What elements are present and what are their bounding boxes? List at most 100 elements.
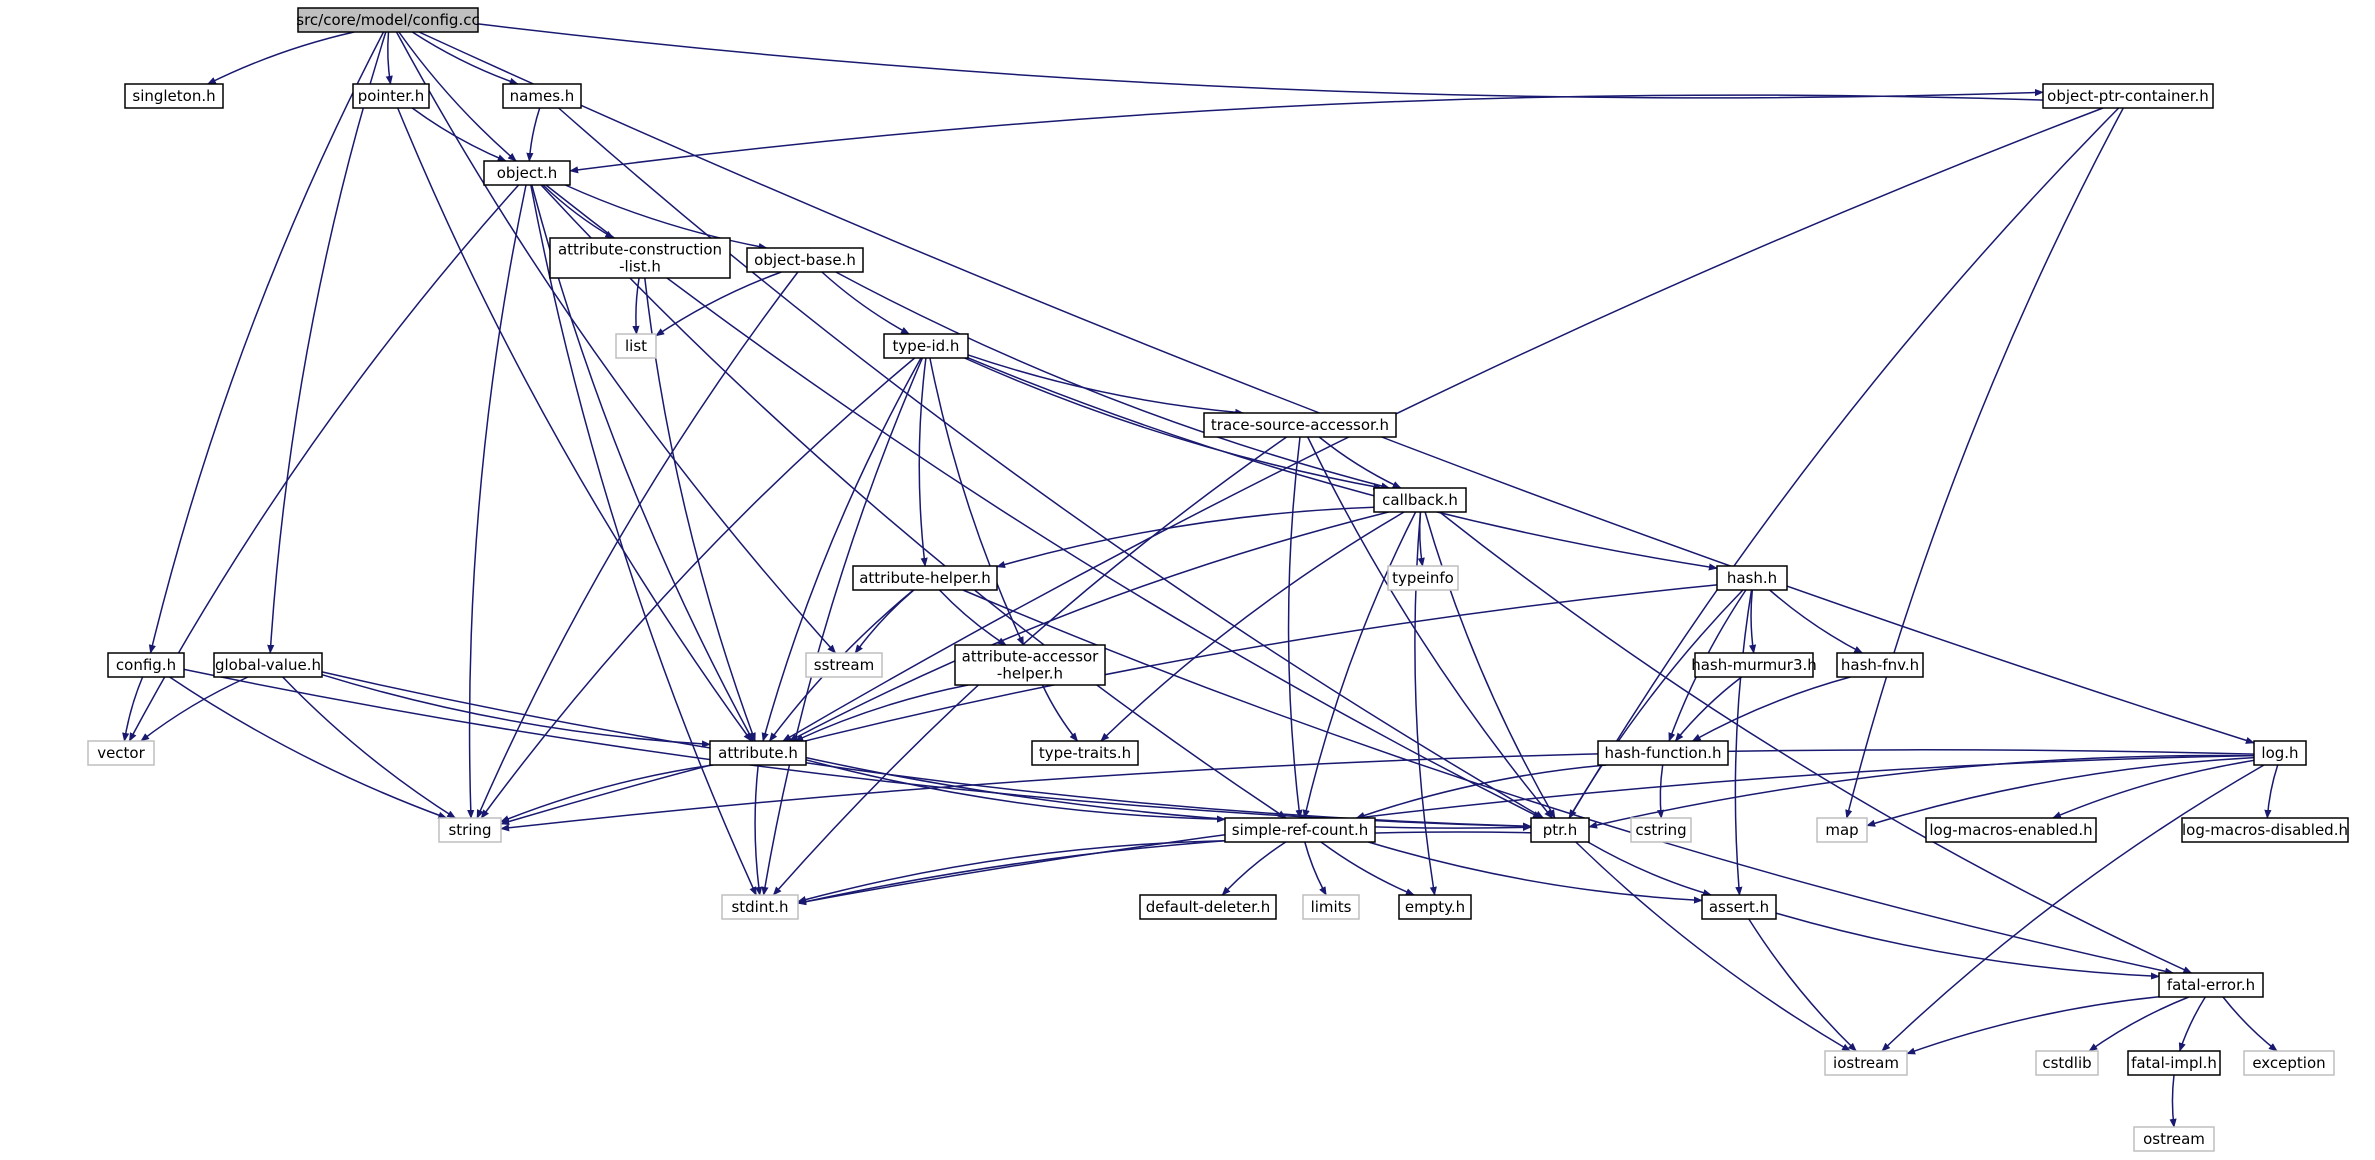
edge-type_id-to-tsa [967, 354, 1245, 416]
edge-ptr-to-assert [1587, 841, 1712, 897]
node-attr-helper[interactable]: attribute-helper.h [852, 565, 998, 591]
node-sstream[interactable]: sstream [805, 652, 883, 678]
node-lmd[interactable]: log-macros-disabled.h [2181, 817, 2349, 843]
edge-type_id-to-attr_helper [918, 357, 928, 567]
node-label: default-deleter.h [1146, 898, 1271, 916]
edge-callback-to-attr_helper [996, 506, 1375, 568]
node-box [213, 652, 323, 678]
edge-global_value-to-vector [140, 676, 249, 742]
node-callback[interactable]: callback.h [1373, 487, 1467, 513]
edge-type_id-to-callback [964, 357, 1383, 491]
node-hash-function[interactable]: hash-function.h [1597, 740, 1729, 766]
node-limits[interactable]: limits [1302, 894, 1360, 920]
edge-global_value-to-attribute [321, 673, 711, 748]
node-hash-murmur3[interactable]: hash-murmur3.h [1691, 652, 1817, 678]
edge-hash-to-hash_murmur3 [1748, 589, 1757, 654]
edge-acl-to-list [632, 277, 640, 335]
edge-object-to-object_base [564, 184, 768, 251]
node-iostream[interactable]: iostream [1824, 1050, 1908, 1076]
edge-assert-to-iostream [1748, 918, 1857, 1052]
node-singleton[interactable]: singleton.h [124, 83, 224, 109]
node-label: object-ptr-container.h [2047, 87, 2209, 105]
node-attribute[interactable]: attribute.h [709, 740, 807, 766]
node-box [2035, 1050, 2099, 1076]
edge-config_cc-to-opc [477, 23, 2044, 99]
node-box [438, 817, 502, 843]
node-log[interactable]: log.h [2253, 740, 2307, 766]
node-assert[interactable]: assert.h [1701, 894, 1777, 920]
node-fatal-error[interactable]: fatal-error.h [2158, 972, 2264, 998]
node-label: -helper.h [997, 665, 1063, 683]
node-hash[interactable]: hash.h [1716, 565, 1788, 591]
node-object[interactable]: object.h [483, 160, 571, 186]
edge-fatal_error-to-iostream [1906, 996, 2160, 1055]
node-label: cstdlib [2042, 1054, 2091, 1072]
edge-ptr-to-iostream [1575, 841, 1851, 1052]
node-label: src/core/model/config.cc [296, 11, 479, 29]
node-list[interactable]: list [615, 333, 657, 359]
node-default-deleter[interactable]: default-deleter.h [1139, 894, 1277, 920]
edge-opc-to-object [569, 94, 2044, 174]
edge-type_id-to-attribute [761, 357, 922, 742]
node-box [1630, 817, 1692, 843]
node-box [615, 333, 657, 359]
node-lme[interactable]: log-macros-enabled.h [1925, 817, 2097, 843]
node-label: type-traits.h [1039, 744, 1131, 762]
node-box [2133, 1126, 2215, 1152]
node-label: attribute.h [718, 744, 798, 762]
node-box [1373, 487, 1467, 513]
node-box [2243, 1050, 2335, 1076]
node-object-base[interactable]: object-base.h [746, 247, 864, 273]
node-label: string [448, 821, 491, 839]
node-cstring[interactable]: cstring [1630, 817, 1692, 843]
node-box [1716, 565, 1788, 591]
node-global-value[interactable]: global-value.h [213, 652, 323, 678]
node-string[interactable]: string [438, 817, 502, 843]
node-box [483, 160, 571, 186]
node-label: ptr.h [1543, 821, 1577, 839]
node-vector[interactable]: vector [87, 740, 155, 766]
node-label: type-id.h [893, 337, 960, 355]
node-label: object.h [497, 164, 558, 182]
node-config-h[interactable]: config.h [107, 652, 185, 678]
node-label: cstring [1635, 821, 1686, 839]
node-box [746, 247, 864, 273]
node-src[interactable]: simple-ref-count.h [1224, 817, 1376, 843]
edge-type_id-to-stdint [761, 357, 924, 896]
node-typeinfo[interactable]: typeinfo [1387, 565, 1459, 591]
node-hash-fnv[interactable]: hash-fnv.h [1836, 652, 1924, 678]
node-label: hash-murmur3.h [1691, 656, 1817, 674]
node-fatal-impl[interactable]: fatal-impl.h [2127, 1050, 2221, 1076]
node-box [1925, 817, 2097, 843]
edge-log-to-lmd [2264, 764, 2279, 819]
node-ptr[interactable]: ptr.h [1530, 817, 1590, 843]
node-type-traits[interactable]: type-traits.h [1031, 740, 1139, 766]
node-cstdlib[interactable]: cstdlib [2035, 1050, 2099, 1076]
node-config-cc[interactable]: src/core/model/config.cc [296, 7, 480, 33]
node-box [2253, 740, 2307, 766]
edge-config_cc-to-object [398, 31, 517, 162]
node-names[interactable]: names.h [502, 83, 582, 109]
node-stdint[interactable]: stdint.h [721, 894, 799, 920]
node-tsa[interactable]: trace-source-accessor.h [1203, 412, 1397, 438]
node-type-id[interactable]: type-id.h [883, 333, 969, 359]
node-box [852, 565, 998, 591]
edge-config_cc-to-global_value [267, 31, 387, 654]
node-ostream[interactable]: ostream [2133, 1126, 2215, 1152]
node-empty[interactable]: empty.h [1398, 894, 1472, 920]
node-acl[interactable]: attribute-construction-list.h [549, 237, 731, 279]
edge-log-to-stdint [797, 754, 2255, 906]
node-exception[interactable]: exception [2243, 1050, 2335, 1076]
node-pointer[interactable]: pointer.h [352, 83, 430, 109]
node-label: config.h [116, 656, 176, 674]
edge-object_base-to-callback [835, 271, 1391, 490]
node-label: object-base.h [754, 251, 856, 269]
node-box [1387, 565, 1459, 591]
node-label: trace-source-accessor.h [1211, 416, 1389, 434]
node-aah[interactable]: attribute-accessor-helper.h [954, 644, 1106, 686]
edge-tsa-to-src [1287, 436, 1303, 819]
node-label: exception [2252, 1054, 2325, 1072]
node-opc[interactable]: object-ptr-container.h [2042, 83, 2214, 109]
node-map[interactable]: map [1816, 817, 1868, 843]
edge-hash_fnv-to-hash_function [1691, 676, 1851, 742]
